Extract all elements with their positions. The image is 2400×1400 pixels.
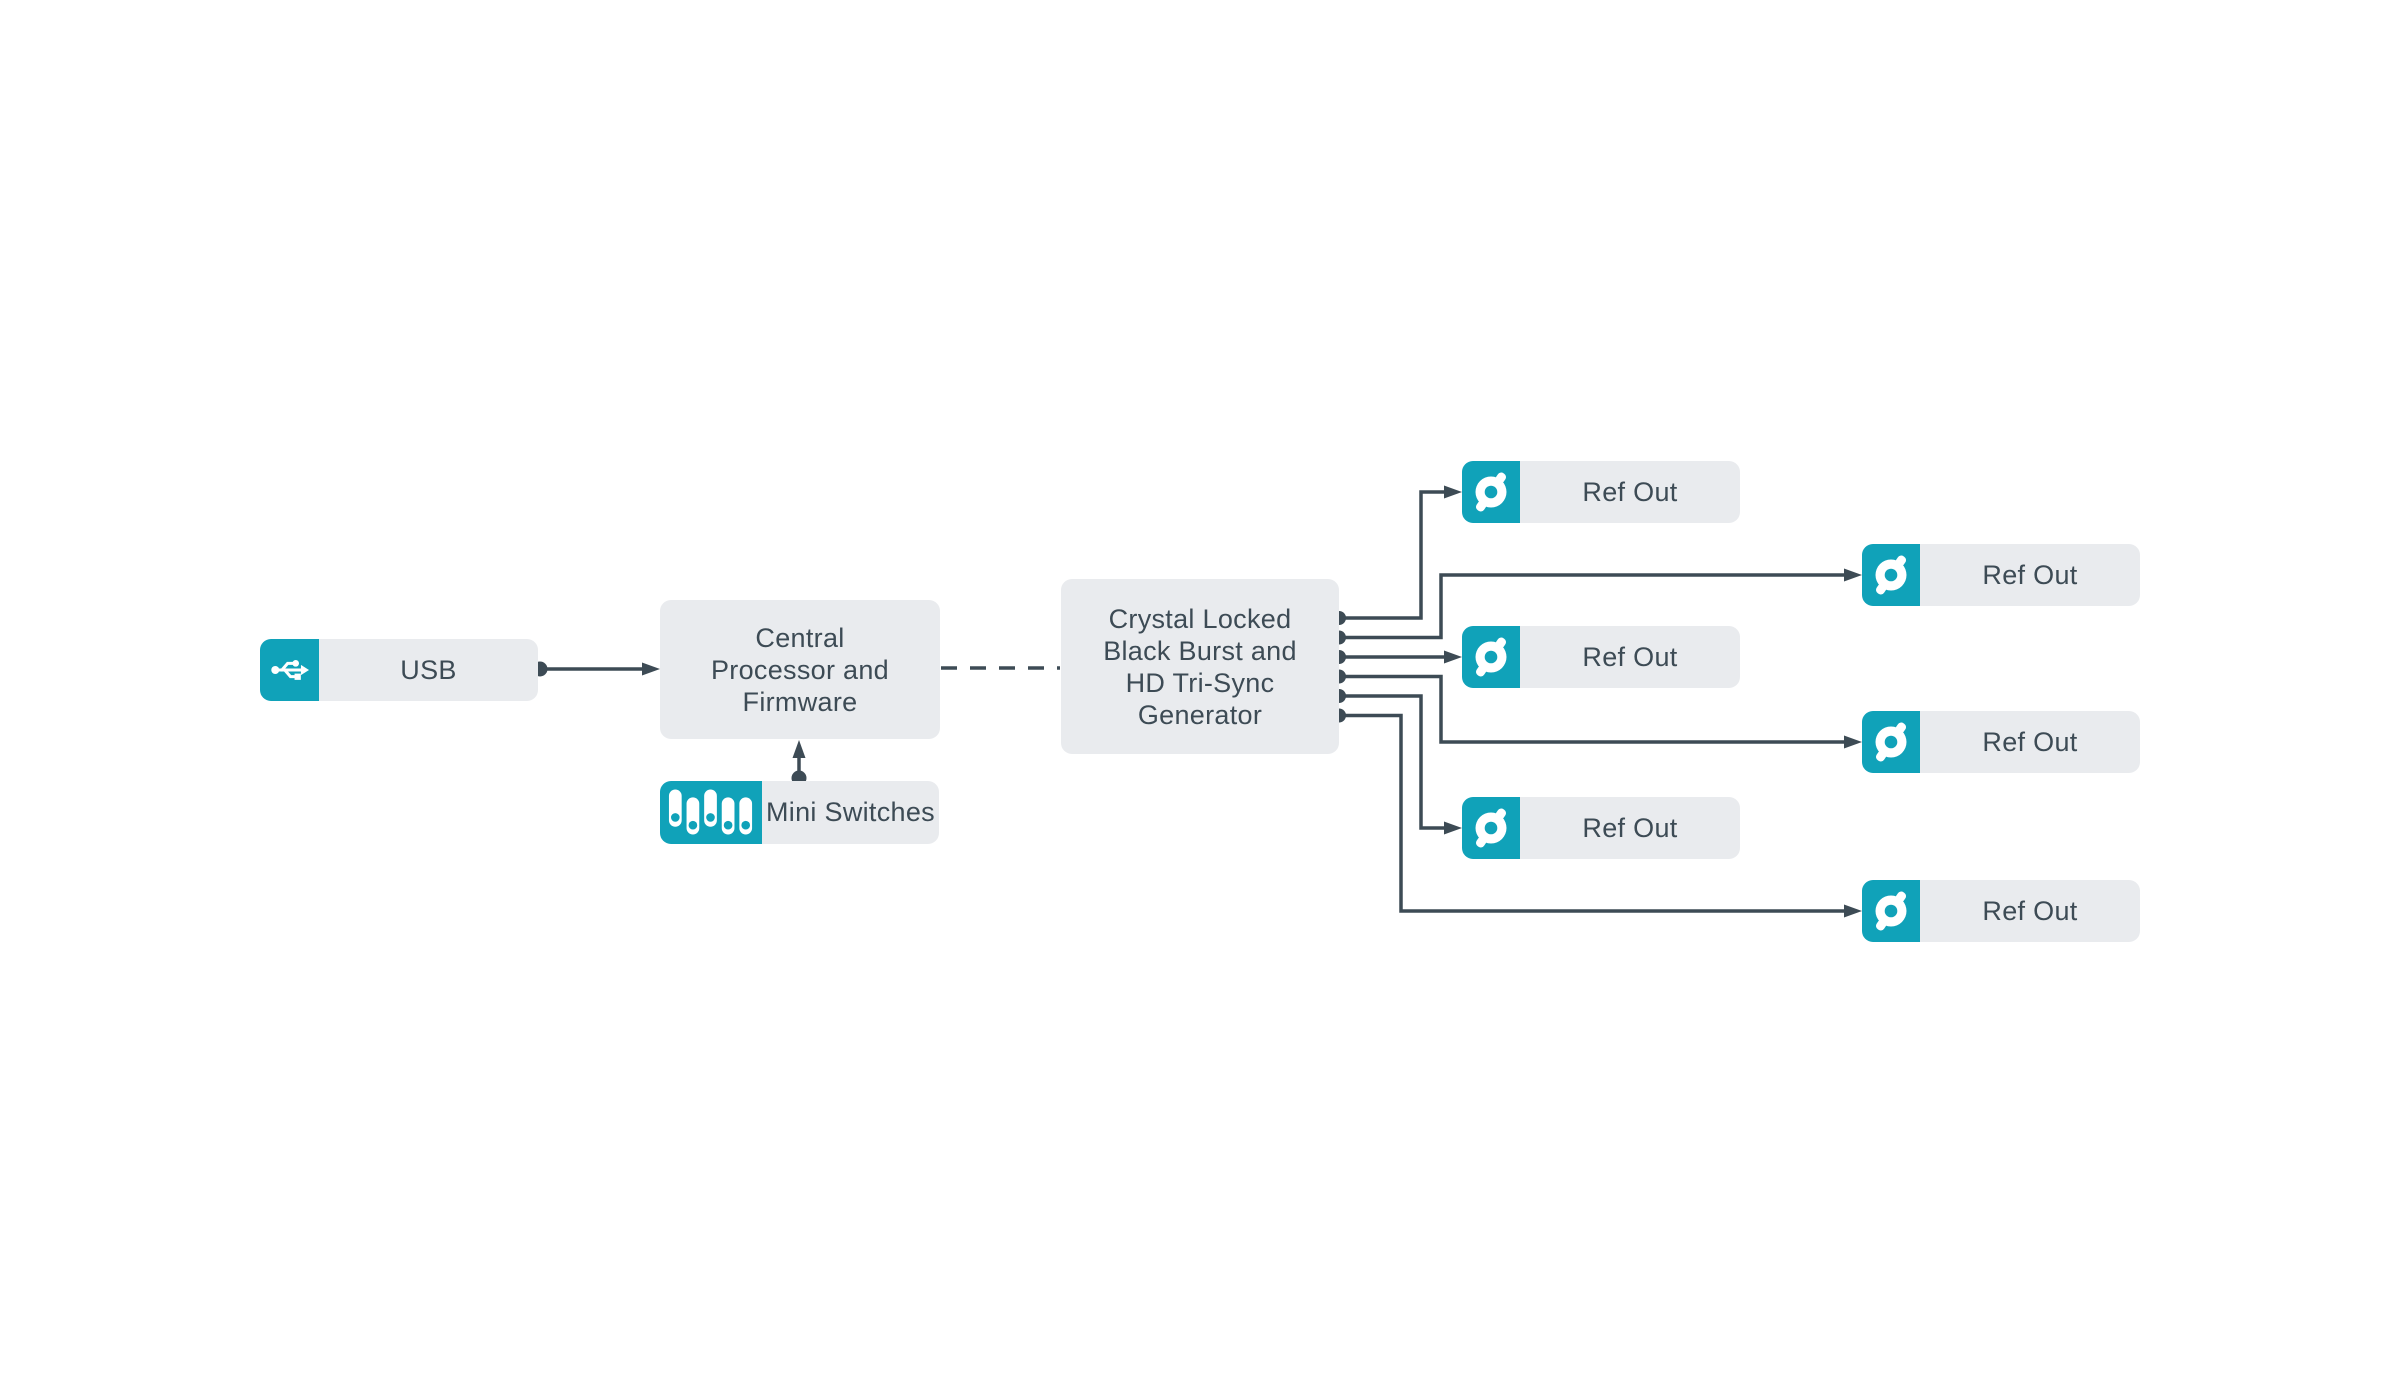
node-sync-generator-label: Crystal Locked Black Burst and HD Tri-Sy… — [1103, 603, 1297, 730]
node-ref-out-label: Ref Out — [1920, 880, 2140, 942]
node-ref-out-5: Ref Out — [1462, 797, 1740, 859]
genlock-reference-icon — [1462, 626, 1520, 688]
node-usb-label: USB — [319, 639, 538, 701]
node-central-processor-label: Central Processor and Firmware — [711, 622, 889, 717]
genlock-reference-icon — [1462, 461, 1520, 523]
usb-icon — [260, 639, 319, 701]
node-usb: USB — [260, 639, 538, 701]
arrowhead-into-processor-from-switches — [792, 740, 806, 758]
node-ref-out-6: Ref Out — [1862, 880, 2140, 942]
dip-switches-icon — [660, 781, 762, 844]
node-ref-out-label: Ref Out — [1520, 797, 1740, 859]
node-sync-generator: Crystal Locked Black Burst and HD Tri-Sy… — [1061, 579, 1339, 754]
connector-generator-to-refout-4 — [1339, 674, 1850, 744]
genlock-reference-icon — [1862, 544, 1920, 606]
genlock-reference-icon — [1462, 797, 1520, 859]
node-ref-out-label: Ref Out — [1920, 544, 2140, 606]
node-ref-out-1: Ref Out — [1462, 461, 1740, 523]
node-ref-out-label: Ref Out — [1520, 626, 1740, 688]
node-ref-out-2: Ref Out — [1862, 544, 2140, 606]
arrowhead-into-refout-2 — [1844, 568, 1862, 582]
arrowhead-into-refout-1 — [1444, 485, 1462, 499]
node-ref-out-label: Ref Out — [1520, 461, 1740, 523]
node-ref-out-4: Ref Out — [1862, 711, 2140, 773]
genlock-reference-icon — [1862, 711, 1920, 773]
node-ref-out-3: Ref Out — [1462, 626, 1740, 688]
node-ref-out-label: Ref Out — [1920, 711, 2140, 773]
node-mini-switches: Mini Switches — [660, 781, 939, 844]
arrowhead-into-refout-4 — [1844, 735, 1862, 749]
arrowhead-into-refout-3 — [1444, 650, 1462, 664]
arrowhead-into-refout-5 — [1444, 821, 1462, 835]
connector-generator-to-refout-5 — [1339, 694, 1450, 830]
connector-generator-to-refout-1 — [1339, 490, 1450, 620]
connector-generator-to-refout-2 — [1339, 573, 1850, 640]
arrowhead-into-processor — [642, 662, 660, 676]
genlock-reference-icon — [1862, 880, 1920, 942]
connector-generator-to-refout-6 — [1339, 713, 1850, 913]
node-mini-switches-label: Mini Switches — [762, 781, 939, 844]
node-central-processor: Central Processor and Firmware — [660, 600, 940, 739]
arrowhead-into-refout-6 — [1844, 904, 1862, 918]
